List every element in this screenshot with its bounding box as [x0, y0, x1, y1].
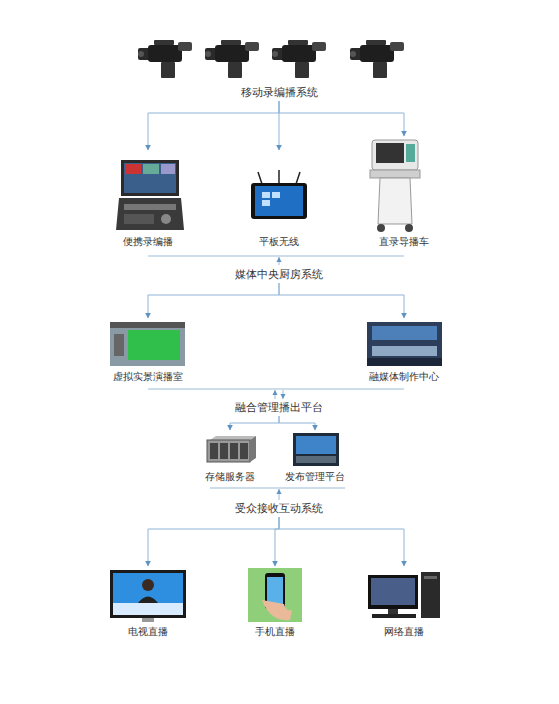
- device-caption: 发布管理平台: [280, 471, 350, 483]
- system-heading: 媒体中央厨房系统: [209, 266, 349, 283]
- system-heading: 移动录编播系统: [209, 84, 349, 101]
- broadcast-cart-icon: [370, 140, 420, 232]
- system-heading: 融合管理播出平台: [209, 399, 349, 416]
- phone-live-icon: [248, 568, 302, 622]
- heading-text: 受众接收互动系统: [232, 501, 326, 516]
- connector-arrow: [148, 283, 279, 318]
- device-node: 手机直播: [235, 566, 315, 638]
- device-caption: 手机直播: [235, 626, 315, 638]
- device-node: 网络直播: [359, 566, 449, 638]
- device-node: 便携录编播: [108, 150, 188, 248]
- connector-arrow: [230, 416, 279, 430]
- connector-arrow: [279, 517, 404, 566]
- tv-live-icon: [110, 570, 186, 622]
- camera-icon: [205, 40, 259, 78]
- heading-text: 媒体中央厨房系统: [232, 267, 326, 282]
- device-caption: 直录导播车: [364, 236, 444, 248]
- heading-text: 移动录编播系统: [238, 85, 321, 100]
- connector-arrow: [279, 101, 404, 136]
- device-node: 存储服务器: [195, 430, 265, 483]
- web-live-icon: [368, 572, 440, 618]
- device-caption: 平板无线: [239, 236, 319, 248]
- media-center-photo: [367, 322, 442, 366]
- device-node: 平板无线: [239, 150, 319, 248]
- camera-icon: [272, 40, 326, 78]
- device-caption: 电视直播: [103, 626, 193, 638]
- portable-switcher-icon: [116, 160, 184, 230]
- device-caption: 网络直播: [359, 626, 449, 638]
- device-caption: 便携录编播: [108, 236, 188, 248]
- camera-icon: [350, 40, 404, 78]
- camera-icon: [138, 40, 192, 78]
- connector-arrow: [279, 416, 315, 430]
- device-node: 融媒体制作中心: [354, 318, 454, 383]
- tablet-icon: [251, 170, 307, 219]
- virtual-studio-photo: [110, 322, 185, 366]
- bus-bars: [148, 256, 404, 500]
- system-heading: 受众接收互动系统: [209, 500, 349, 517]
- connector-arrow: [279, 283, 404, 318]
- device-node: 电视直播: [103, 566, 193, 638]
- device-node: 发布管理平台: [280, 430, 350, 483]
- publish-platform-photo: [293, 433, 339, 466]
- device-node: 虚拟实景演播室: [98, 318, 198, 383]
- connector-arrow: [275, 517, 279, 566]
- connector-arrow: [279, 101, 280, 150]
- device-node: 直录导播车: [364, 136, 444, 248]
- small-arrowheads: [273, 257, 286, 494]
- device-caption: 融媒体制作中心: [354, 371, 454, 383]
- connector-arrow: [148, 101, 279, 150]
- device-caption: 虚拟实景演播室: [98, 371, 198, 383]
- storage-server-icon: [207, 436, 256, 462]
- connector-arrow: [148, 517, 279, 566]
- heading-text: 融合管理播出平台: [232, 400, 326, 415]
- device-caption: 存储服务器: [195, 471, 265, 483]
